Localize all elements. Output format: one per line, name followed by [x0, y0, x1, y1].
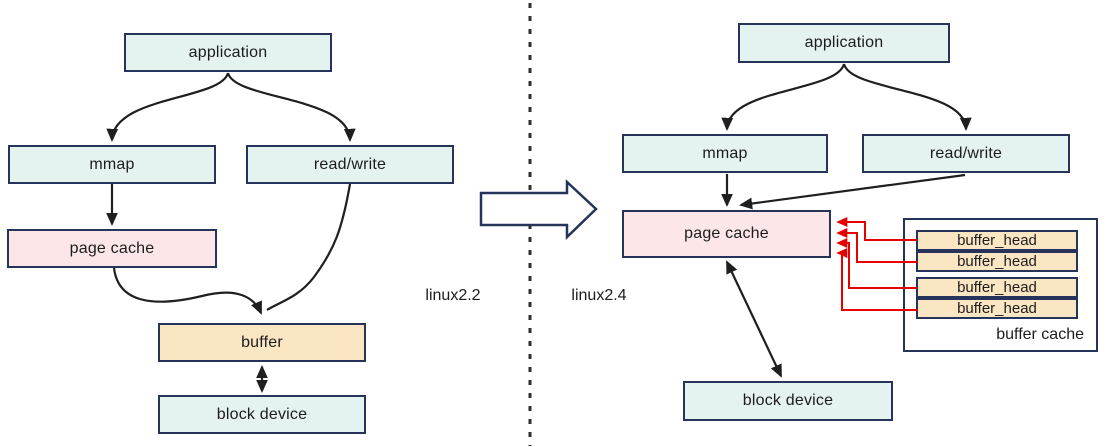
left-buffer-node: buffer	[158, 323, 366, 362]
left-page-cache-node: page cache	[7, 229, 217, 268]
buffer-head-row: buffer_head	[916, 298, 1078, 319]
right-application-node: application	[738, 23, 950, 63]
buffer-head-row: buffer_head	[916, 251, 1078, 272]
left-arrow-application-to-read-write	[226, 72, 356, 142]
buffer-cache-label: buffer cache	[996, 326, 1084, 343]
right-arrow-application-to-read-write	[842, 63, 972, 131]
left-arrow-read-write-to-buffer	[266, 183, 352, 311]
left-application-node: application	[124, 33, 332, 72]
right-page-cache-node: page cache	[622, 210, 831, 258]
left-read-write-node: read/write	[246, 145, 454, 184]
right-block-device-node: block device	[683, 381, 893, 421]
right-read-write-node: read/write	[862, 134, 1070, 173]
buffer-head-row: buffer_head	[916, 230, 1078, 251]
right-version-label: linux2.4	[571, 287, 627, 304]
buffer-head-row: buffer_head	[916, 277, 1078, 298]
right-arrow-page-cache-block-device	[726, 260, 782, 378]
right-arrow-application-to-mmap	[721, 63, 846, 131]
transition-arrow-icon	[479, 179, 598, 240]
left-mmap-node: mmap	[8, 145, 216, 184]
left-arrow-page-cache-to-buffer	[112, 267, 263, 315]
right-mmap-node: mmap	[622, 134, 828, 173]
left-block-device-node: block device	[158, 395, 366, 434]
left-arrow-application-to-mmap	[106, 72, 230, 142]
left-version-label: linux2.2	[425, 287, 481, 304]
right-arrow-read-write-to-page-cache	[739, 173, 966, 210]
